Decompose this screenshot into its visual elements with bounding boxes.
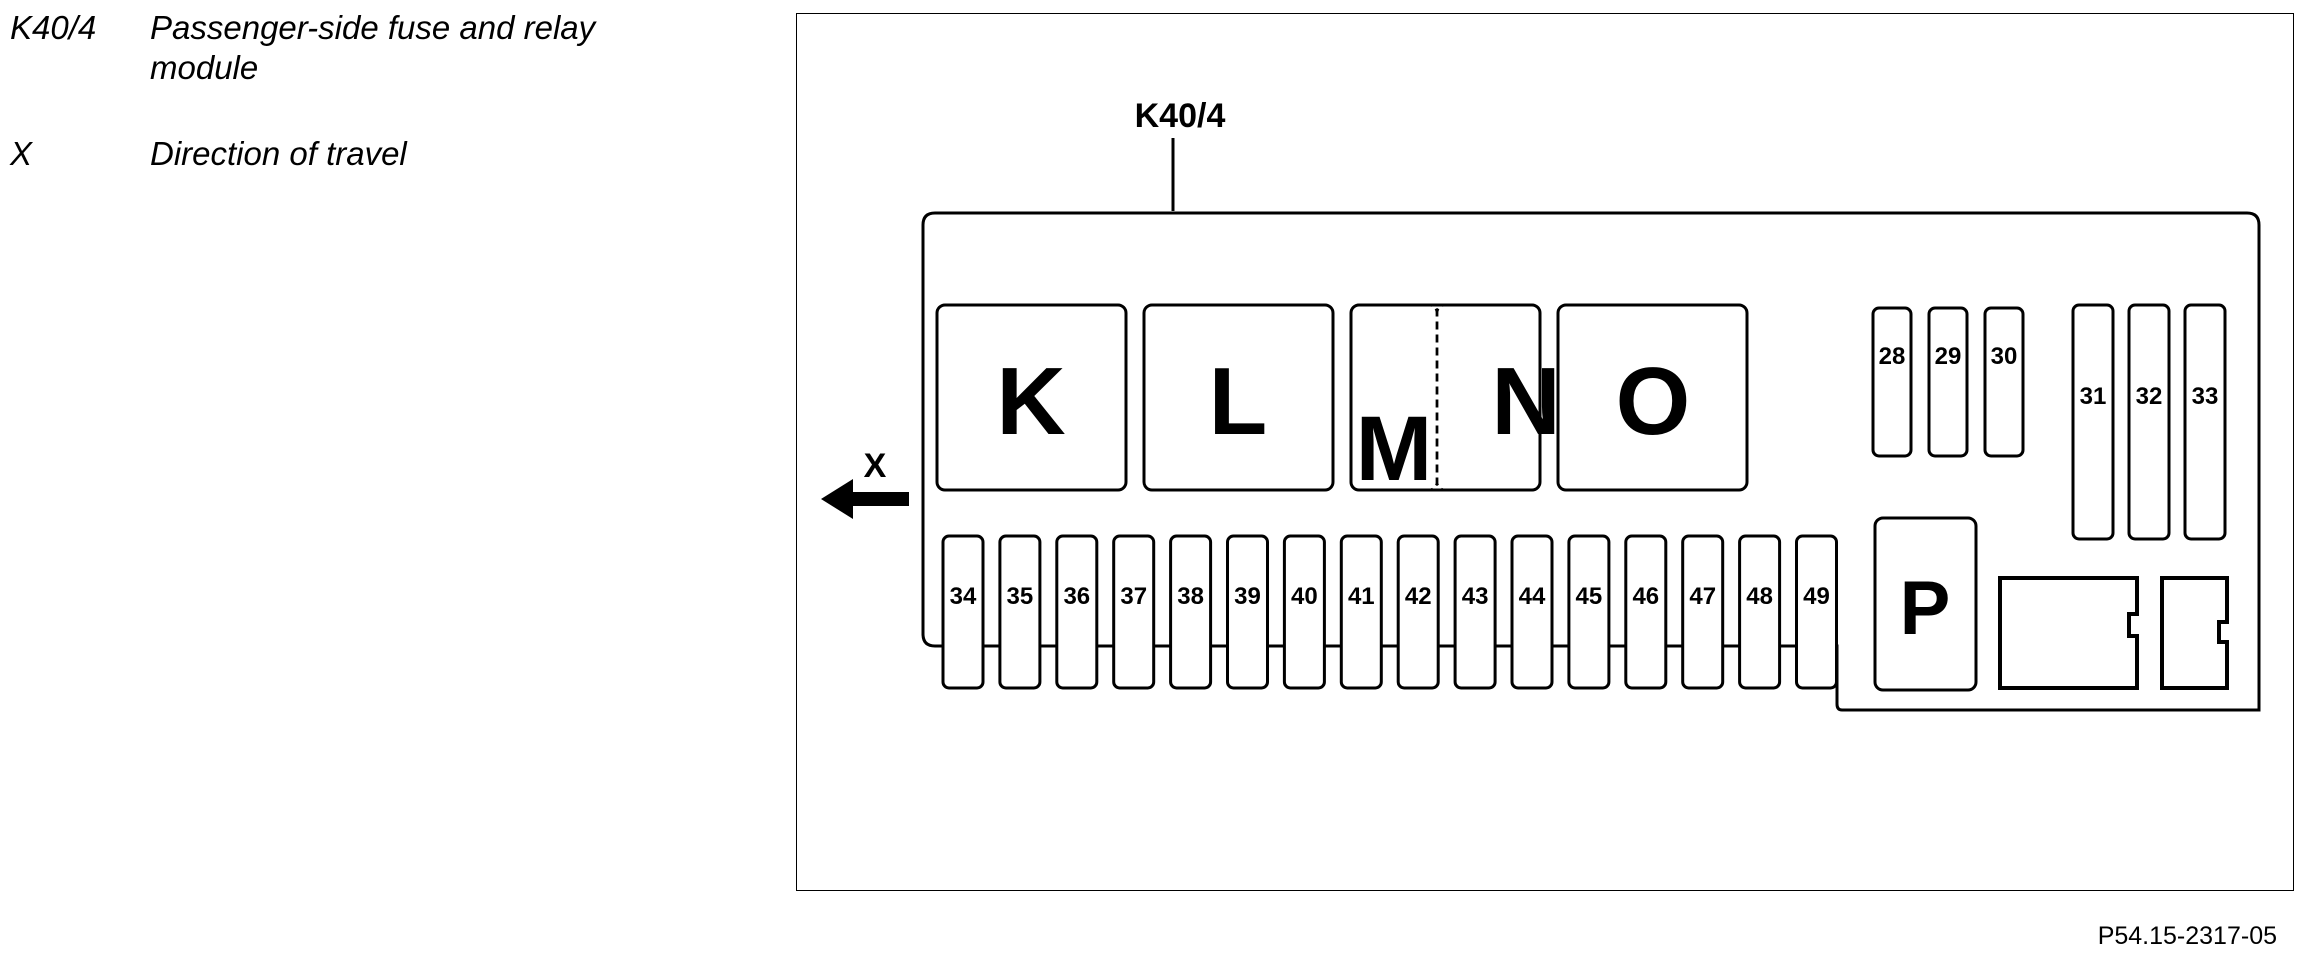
fuse-label: 41 <box>1348 583 1375 610</box>
module-label: K40/4 <box>1135 97 1226 135</box>
relay-label: N <box>1491 348 1560 455</box>
fuse-48: 48 <box>1738 534 1782 690</box>
fuse-44: 44 <box>1510 534 1554 690</box>
connector-block <box>1998 576 2139 690</box>
relay-m: M <box>1349 303 1439 500</box>
module-outline <box>935 211 2261 712</box>
fuse-32: 32 <box>2127 303 2171 541</box>
fuse-36: 36 <box>1055 534 1099 690</box>
fuse-42: 42 <box>1396 534 1440 690</box>
fuse-38: 38 <box>1169 534 1213 690</box>
fuse-40: 40 <box>1282 534 1326 690</box>
fuse-body <box>1453 534 1497 690</box>
fuse-body <box>1282 534 1326 690</box>
fuse-31: 31 <box>2071 303 2115 541</box>
fuse-label: 46 <box>1632 583 1659 610</box>
relay-o: O <box>1556 303 1749 492</box>
relay-l: L <box>1142 303 1335 492</box>
fuse-label: 42 <box>1405 583 1432 610</box>
fuse-39: 39 <box>1226 534 1269 690</box>
fuse-41: 41 <box>1339 534 1383 690</box>
fuse-label: 30 <box>1991 343 2018 370</box>
legend-description: Passenger-side fuse and relay module <box>150 9 596 86</box>
fuse-label: 31 <box>2080 383 2107 410</box>
connector-block <box>2160 576 2229 690</box>
direction-arrow-icon <box>821 479 909 519</box>
fuse-body <box>1226 534 1269 690</box>
legend-description: Direction of travel <box>150 135 407 172</box>
fuse-35: 35 <box>998 534 1042 690</box>
fuse-label: 43 <box>1462 583 1489 610</box>
fuse-body <box>1871 306 1913 458</box>
fuse-29: 29 <box>1927 306 1969 458</box>
fuse-label: 48 <box>1746 583 1773 610</box>
direction-label: X <box>864 447 887 485</box>
relay-label: M <box>1356 398 1433 500</box>
fuse-label: 49 <box>1803 583 1830 610</box>
fuse-34: 34 <box>941 534 985 690</box>
fuse-body <box>2183 303 2227 541</box>
relay-label: O <box>1616 348 1691 455</box>
fuse-label: 45 <box>1576 583 1603 610</box>
relay-k: K <box>935 303 1128 492</box>
fuse-box-diagram: K40/4 X K L M N O 28 29 30 <box>821 97 2261 712</box>
fuse-body <box>1927 306 1969 458</box>
relay-label: L <box>1209 348 1268 455</box>
relay-label: P <box>1900 566 1951 651</box>
fuse-body <box>1169 534 1213 690</box>
legend-code: K40/4 <box>10 9 97 46</box>
fuse-28: 28 <box>1871 306 1913 458</box>
fuse-body <box>1055 534 1099 690</box>
fuse-body <box>1567 534 1611 690</box>
legend-code: X <box>10 135 33 172</box>
fuse-label: 39 <box>1234 583 1261 610</box>
module-outline-left <box>921 211 1831 648</box>
fuse-label: 37 <box>1120 583 1147 610</box>
fuse-body <box>1510 534 1554 690</box>
fuse-label: 47 <box>1689 583 1716 610</box>
fuse-33: 33 <box>2183 303 2227 541</box>
fuse-37: 37 <box>1112 534 1156 690</box>
fuse-46: 46 <box>1624 534 1668 690</box>
diagram-frame: K40/4 X K L M N O 28 29 30 <box>796 13 2294 891</box>
fuse-body <box>1396 534 1440 690</box>
fuse-label: 36 <box>1063 583 1090 610</box>
fuse-body <box>1624 534 1668 690</box>
fuse-label: 33 <box>2192 383 2219 410</box>
fuse-45: 45 <box>1567 534 1611 690</box>
fuse-body <box>1681 534 1725 690</box>
fuse-body <box>1983 306 2025 458</box>
fuse-label: 44 <box>1519 583 1546 610</box>
fuse-body <box>1738 534 1782 690</box>
figure-reference: P54.15-2317-05 <box>2097 922 2277 950</box>
fuse-body <box>2071 303 2115 541</box>
fuse-49: 49 <box>1795 534 1838 690</box>
fuse-30: 30 <box>1983 306 2025 458</box>
fuse-47: 47 <box>1681 534 1725 690</box>
relay-label: K <box>996 348 1065 455</box>
relay-p: P <box>1873 516 1978 692</box>
fuse-body <box>1339 534 1383 690</box>
fuse-body <box>1795 534 1838 690</box>
fuse-43: 43 <box>1453 534 1497 690</box>
fuse-body <box>941 534 985 690</box>
fuse-label: 32 <box>2136 383 2163 410</box>
fuse-body <box>1112 534 1156 690</box>
fuse-body <box>2127 303 2171 541</box>
fuse-label: 29 <box>1935 343 1962 370</box>
fuse-label: 34 <box>950 583 977 610</box>
fuse-label: 38 <box>1177 583 1204 610</box>
relay-n: N <box>1349 303 1561 492</box>
fuse-label: 40 <box>1291 583 1318 610</box>
fuse-body <box>998 534 1042 690</box>
fuse-label: 28 <box>1879 343 1906 370</box>
fuse-label: 35 <box>1007 583 1034 610</box>
